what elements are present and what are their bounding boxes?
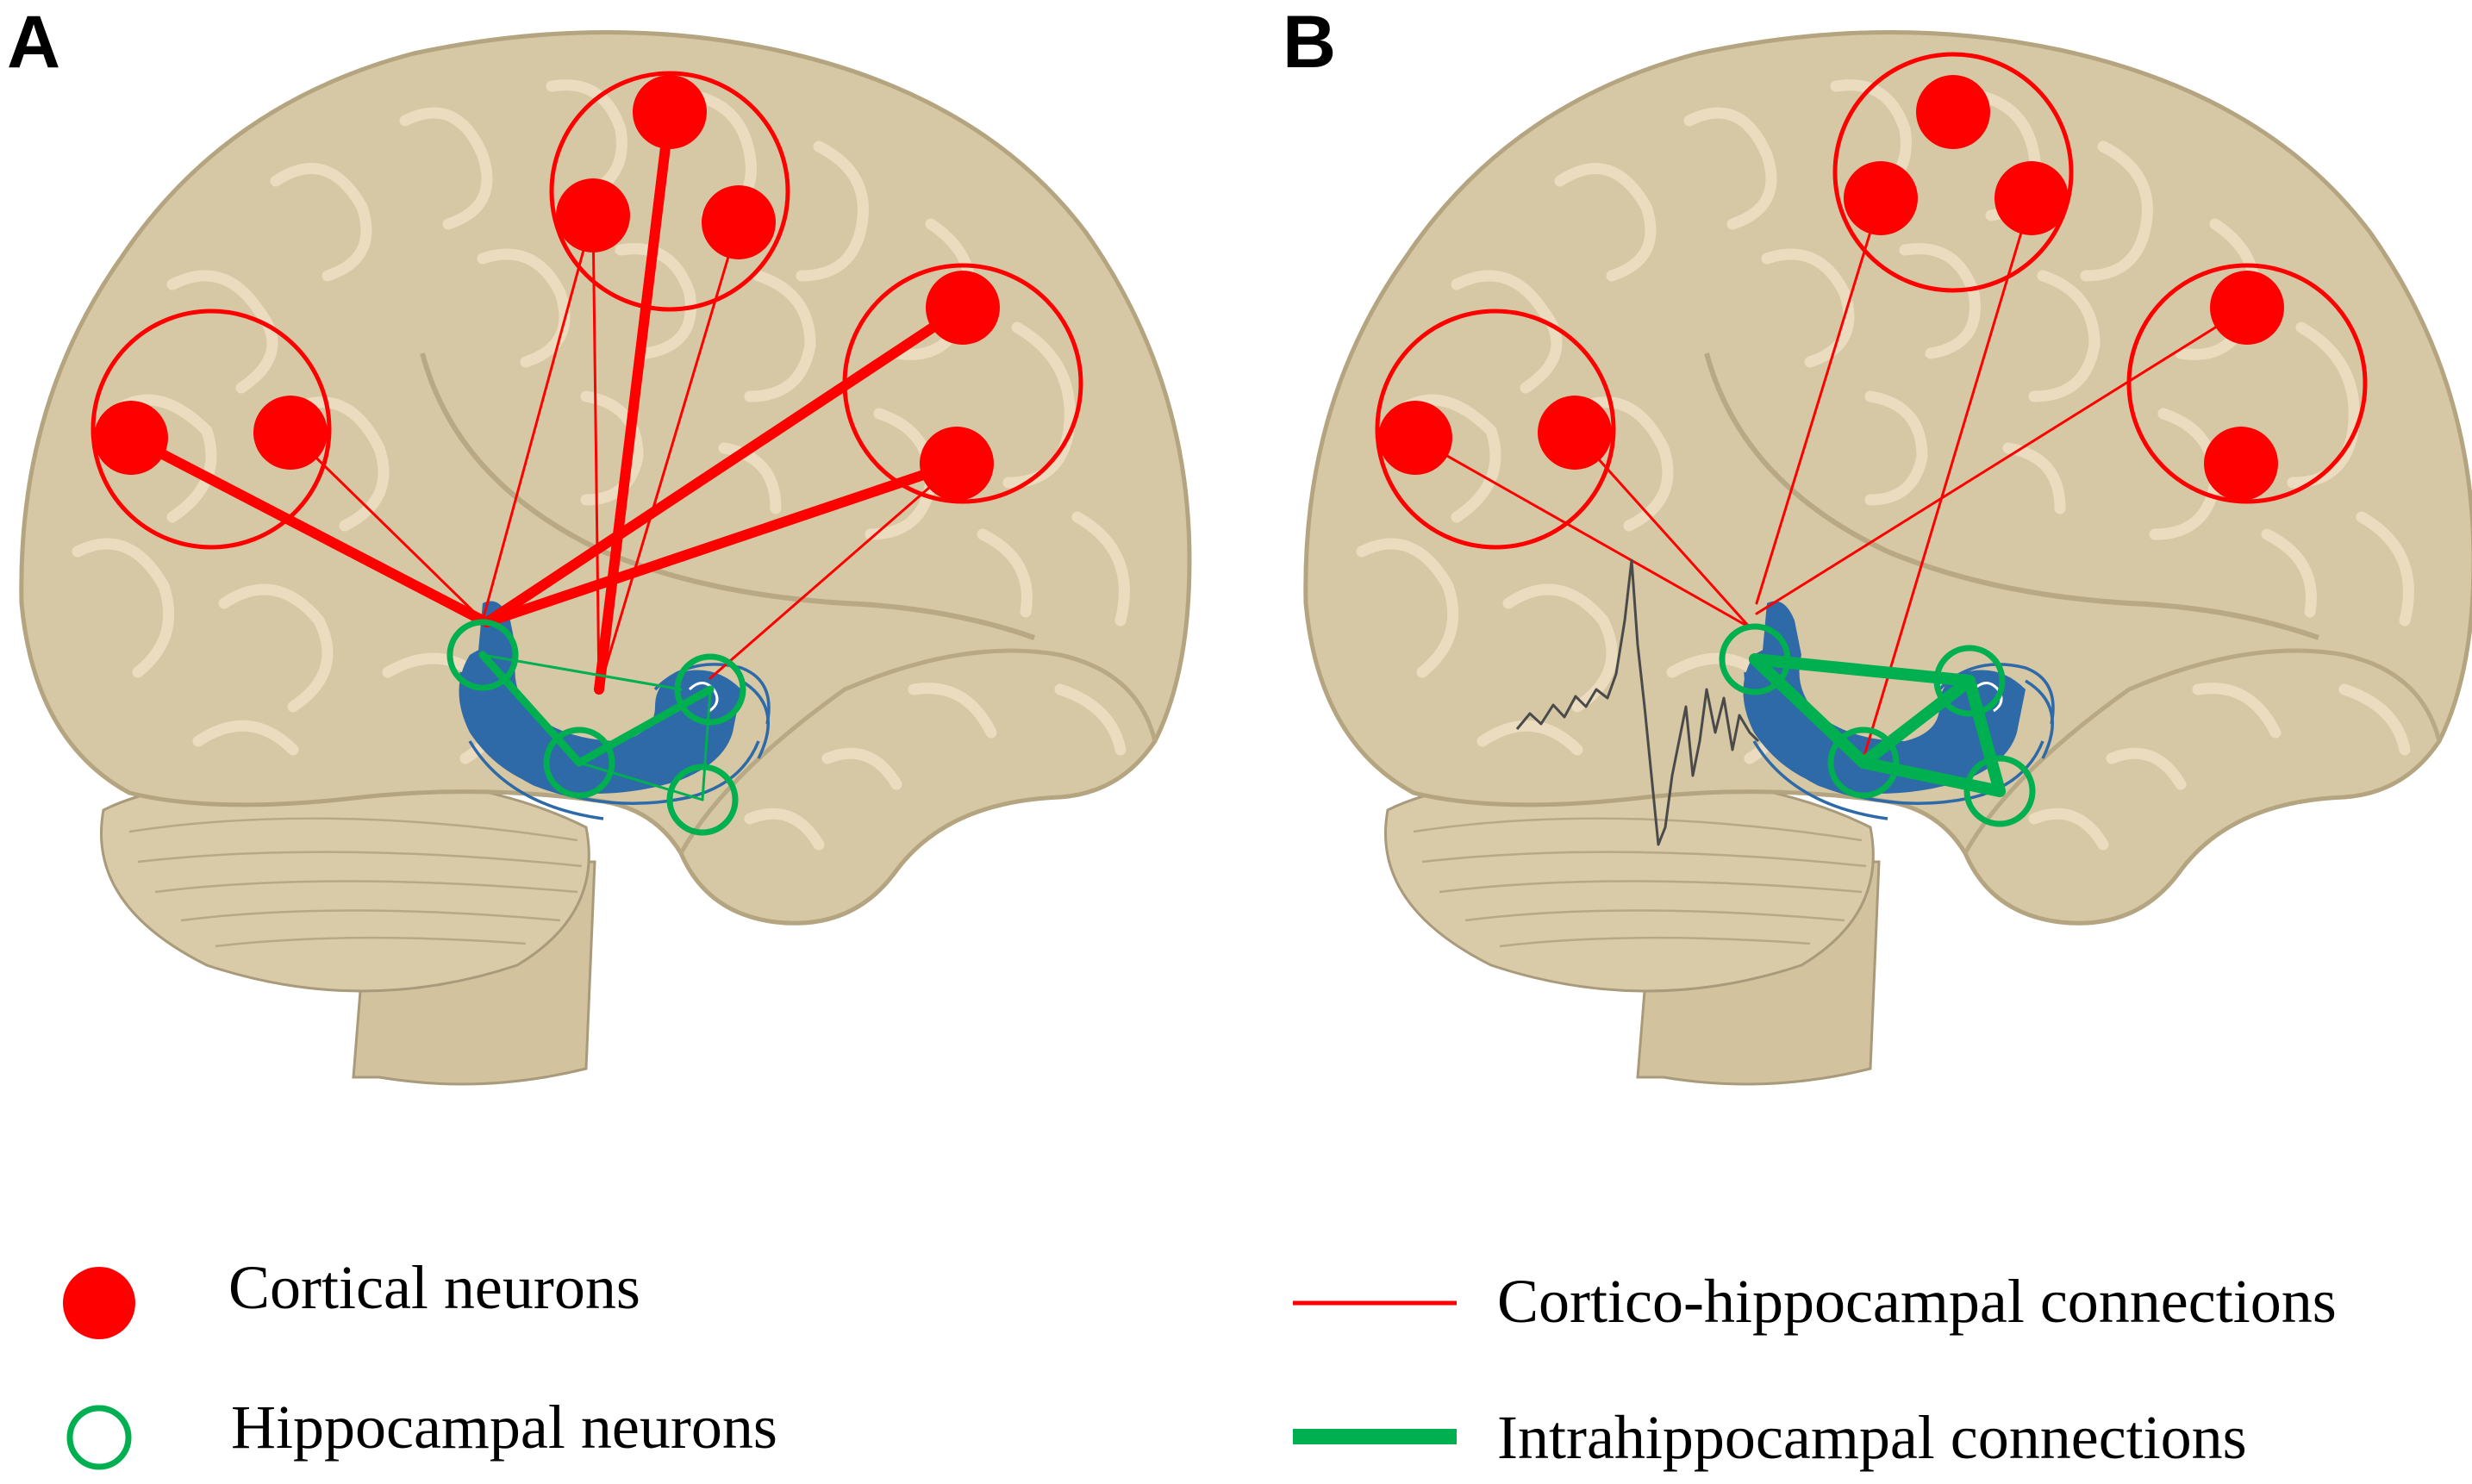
cortical-neuron [1994,161,2069,235]
cortical-neuron [1844,161,1918,235]
legend [63,1267,1457,1470]
cortical-cluster-a-left [91,309,332,550]
panel-b [1306,32,2472,1084]
hippocampal-neuron [666,764,739,836]
hippocampal-neuron [1933,645,2006,717]
cortical-neuron [920,427,994,501]
panel-a [22,32,1189,1084]
hippocampal-neurons-b [1719,623,2036,827]
legend-cortico-hippocampal-label: Cortico-hippocampal connections [1497,1267,2337,1336]
hippocampal-neuron [1719,623,1791,695]
cortical-neuron [94,401,168,475]
panel-a-label: A [7,1,61,84]
cortical-neuron [2204,427,2278,501]
cortical-cluster-a-right [842,263,1083,504]
cortical-cluster-b-left [1375,309,1616,550]
intrahippocampal-connections-b [1749,653,2006,797]
cortical-neuron [1916,75,1990,149]
cortical-neuron [556,178,630,253]
cortical-neuron [2210,271,2284,345]
legend-cortical-neurons-label: Cortical neurons [228,1253,640,1322]
cortical-cluster-a-top [549,71,790,312]
cortical-neuron [253,396,328,470]
hippocampal-neuron [446,619,519,691]
legend-intrahippocampal-label: Intrahippocampal connections [1497,1403,2247,1472]
panel-b-label: B [1283,1,1337,84]
hippocampal-neuron [1963,755,2036,827]
hippocampal-neuron [543,726,615,799]
legend-hippocampal-neurons-label: Hippocampal neurons [231,1393,777,1462]
hippocampal-neuron [674,653,746,726]
cortical-neuron [1378,401,1452,475]
cortical-cluster-b-right [2126,263,2368,504]
legend-cortical-neuron-marker [63,1267,135,1339]
cortico-hippocampal-connections-b [1414,196,2249,760]
hippocampal-neurons-a [446,619,746,836]
ripple-waveform-trace [1515,558,1760,846]
cortical-neuron [926,271,1000,345]
hippocampal-neuron [1827,726,1900,799]
cortical-neuron [702,185,776,259]
legend-hippocampal-neuron-marker [66,1405,132,1470]
cortical-cluster-b-top [1832,52,2074,293]
cortical-neuron [633,75,707,149]
cortical-neuron [1538,396,1612,470]
